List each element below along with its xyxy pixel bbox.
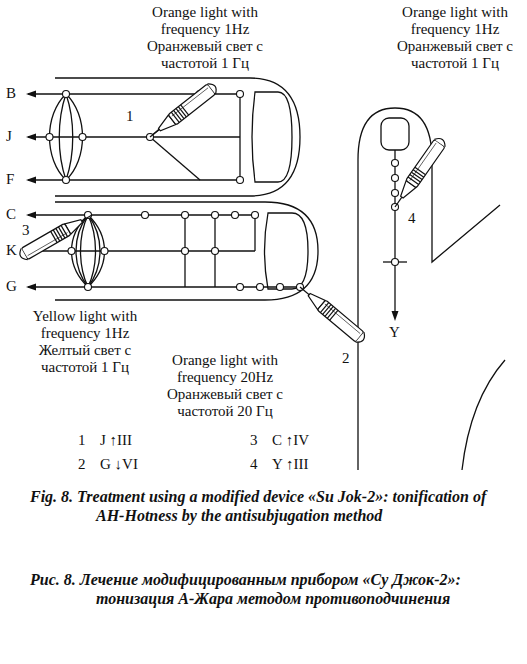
meridian-name: J <box>6 128 12 145</box>
light-note: Оранжевый свет с частотой 1 Гц <box>140 38 270 71</box>
light-note: Orange light with frequency 1Hz <box>140 4 270 37</box>
table-cell: 3 <box>250 432 258 449</box>
light-note: Оранжевый свет с частотой 20 Гц <box>160 386 290 419</box>
light-note: Orange light with frequency 1Hz <box>390 4 520 37</box>
table-cell: 2 <box>78 456 86 473</box>
meridian-name: F <box>6 171 14 188</box>
meridian-name: C <box>6 206 16 223</box>
light-note: Orange light with frequency 20Hz <box>160 352 290 385</box>
light-note: Yellow light with frequency 1Hz <box>20 308 150 341</box>
callout-number: 2 <box>342 350 350 367</box>
callout-number: 3 <box>22 222 30 239</box>
meridian-name: B <box>6 85 16 102</box>
light-pen <box>146 81 219 142</box>
table-cell: 1 <box>78 432 86 449</box>
light-pen <box>17 209 95 262</box>
table-cell: Y ↑III <box>272 456 309 473</box>
meridian-name: K <box>6 242 17 259</box>
meridian-name: G <box>6 278 17 295</box>
callout-number: 1 <box>126 108 134 125</box>
hand-outline <box>462 360 505 470</box>
light-note: Оранжевый свет с частотой 1 Гц <box>390 38 520 71</box>
thumb-nail <box>381 118 409 150</box>
table-cell: 4 <box>250 456 258 473</box>
figure-caption-ru: Рис. 8. Лечение модифицированным приборо… <box>30 570 500 608</box>
figure-caption: Fig. 8. Treatment using a modified devic… <box>30 487 500 525</box>
table-cell: G ↓VI <box>100 456 138 473</box>
finger-nail <box>252 92 292 182</box>
light-pen <box>390 136 448 211</box>
callout-number: 4 <box>408 210 416 227</box>
table-cell: J ↑III <box>100 432 132 449</box>
light-pen <box>296 282 368 345</box>
meridian-name: Y <box>389 324 400 341</box>
table-cell: C ↑IV <box>272 432 309 449</box>
light-note: Желтый свет с частотой 1 Гц <box>20 342 150 375</box>
hand-outline <box>358 108 500 470</box>
finger-nail <box>265 213 309 289</box>
